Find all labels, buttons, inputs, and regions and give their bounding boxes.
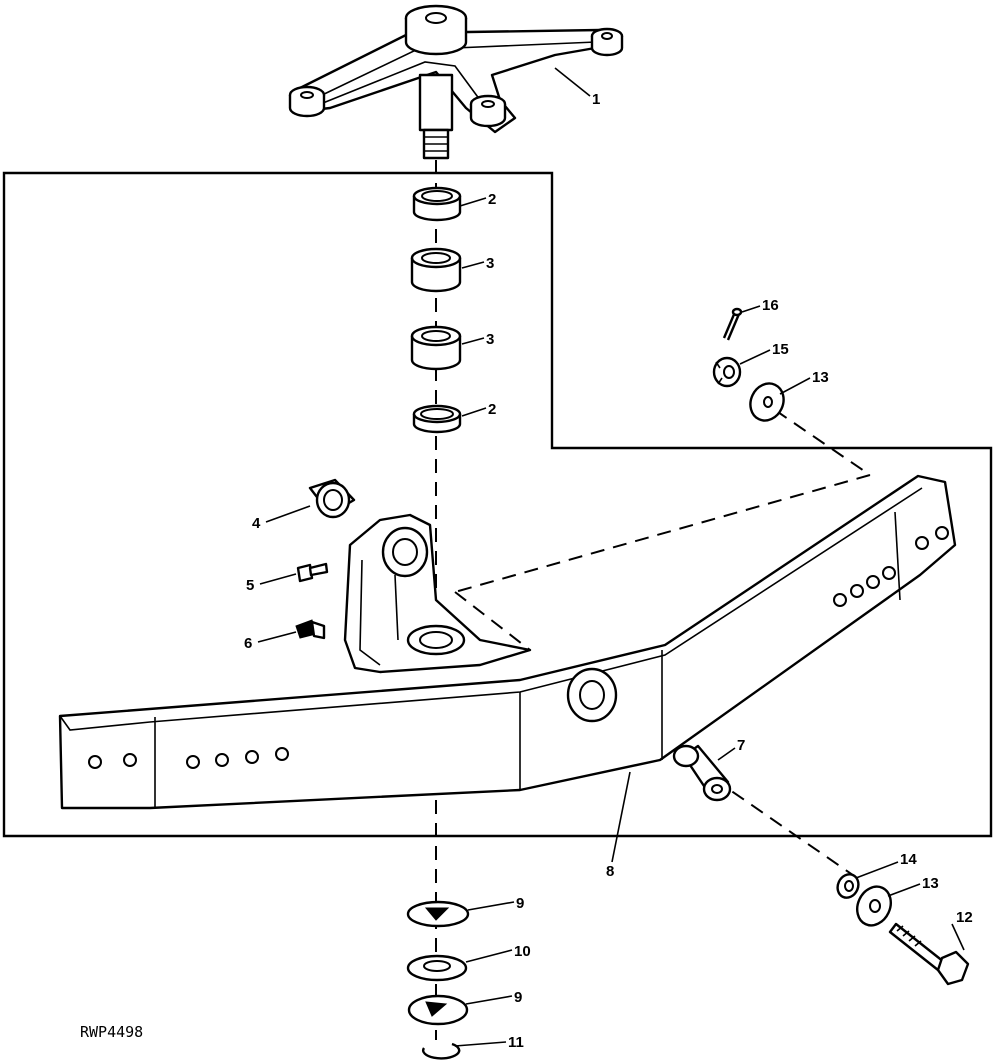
part-4-pivot-bushing <box>308 478 356 519</box>
part-3-bushing-lower <box>410 325 462 371</box>
figure-code: RWP4498 <box>80 1023 143 1041</box>
part-13-washer-lower <box>856 885 892 927</box>
callout-leaders <box>257 67 965 1047</box>
callout-10: 10 <box>514 943 531 960</box>
callout-13-lower: 13 <box>922 875 939 892</box>
assembly-boundary <box>2 171 993 838</box>
callout-11: 11 <box>508 1034 524 1051</box>
callout-7: 7 <box>737 737 745 754</box>
callout-2-upper: 2 <box>488 191 496 208</box>
callout-8: 8 <box>606 863 614 880</box>
callout-6: 6 <box>244 635 252 652</box>
part-12-bolt <box>888 922 970 986</box>
part-1-steering-spindle-arm <box>288 4 624 160</box>
part-11-snap-ring <box>422 1042 461 1060</box>
callout-9-lower: 9 <box>514 989 522 1006</box>
part-2-bearing-cup-upper <box>412 186 462 222</box>
callout-5: 5 <box>246 577 254 594</box>
callout-3-lower: 3 <box>486 331 494 348</box>
callout-2-lower: 2 <box>488 401 496 418</box>
part-14-small-washer <box>836 873 860 899</box>
part-16-cotter-pin <box>722 307 743 341</box>
part-6-grease-fitting <box>295 619 326 640</box>
callout-14: 14 <box>900 851 917 868</box>
callout-3-upper: 3 <box>486 255 494 272</box>
part-9-thrust-washer-upper <box>406 900 470 928</box>
part-8-front-axle <box>58 474 957 810</box>
callout-4: 4 <box>252 515 261 532</box>
part-13-washer-upper <box>749 382 785 422</box>
part-3-bushing-upper <box>410 247 462 293</box>
spindle-thread <box>422 128 450 160</box>
part-7-pivot-pin <box>672 744 732 802</box>
callout-13-upper: 13 <box>812 369 829 386</box>
callout-15: 15 <box>772 341 789 358</box>
callout-numbers: 1 2 3 3 2 4 5 6 7 8 9 10 9 11 12 13 14 1… <box>244 91 973 1051</box>
callout-9-upper: 9 <box>516 895 524 912</box>
callout-12: 12 <box>956 909 973 926</box>
part-9-thrust-washer-lower <box>407 994 469 1026</box>
callout-16: 16 <box>762 297 779 314</box>
part-15-castle-nut <box>712 356 742 388</box>
callout-1: 1 <box>592 91 600 108</box>
part-10-washer <box>406 954 468 982</box>
part-5-screw <box>296 562 329 583</box>
part-2-bearing-cup-lower <box>412 404 462 434</box>
